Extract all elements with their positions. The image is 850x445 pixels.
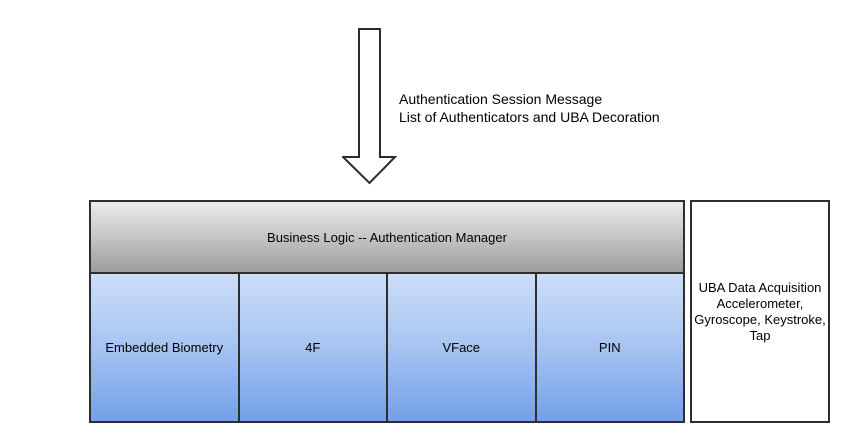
business-logic-header: Business Logic -- Authentication Manager xyxy=(91,202,683,274)
authenticator-label: PIN xyxy=(598,340,621,355)
authenticator-vface: VFace xyxy=(388,274,537,421)
uba-panel-line-4: Tap xyxy=(749,327,771,343)
authenticator-label: 4F xyxy=(305,340,321,355)
authenticator-label: Embedded Biometry xyxy=(105,340,224,355)
uba-panel-line-2: Accelerometer, xyxy=(716,295,804,311)
arrow-annotation: Authentication Session Message List of A… xyxy=(399,90,660,126)
annotation-line-1: Authentication Session Message xyxy=(399,91,603,107)
authenticator-pin: PIN xyxy=(536,274,683,421)
authenticator-row: Embedded Biometry 4F VFace PIN xyxy=(91,274,683,421)
uba-data-acquisition-panel: UBA Data Acquisition Accelerometer, Gyro… xyxy=(690,200,830,423)
authenticator-embedded-biometry: Embedded Biometry xyxy=(91,274,240,421)
uba-panel-line-3: Gyroscope, Keystroke, xyxy=(694,311,826,327)
uba-panel-line-1: UBA Data Acquisition xyxy=(698,279,822,295)
annotation-line-2: List of Authenticators and UBA Decoratio… xyxy=(399,109,660,125)
down-arrow-icon xyxy=(342,28,398,185)
authentication-manager-group: Business Logic -- Authentication Manager… xyxy=(89,200,685,423)
business-logic-label: Business Logic -- Authentication Manager xyxy=(267,229,507,245)
authenticator-label: VFace xyxy=(442,340,481,355)
authenticator-4f: 4F xyxy=(239,274,388,421)
